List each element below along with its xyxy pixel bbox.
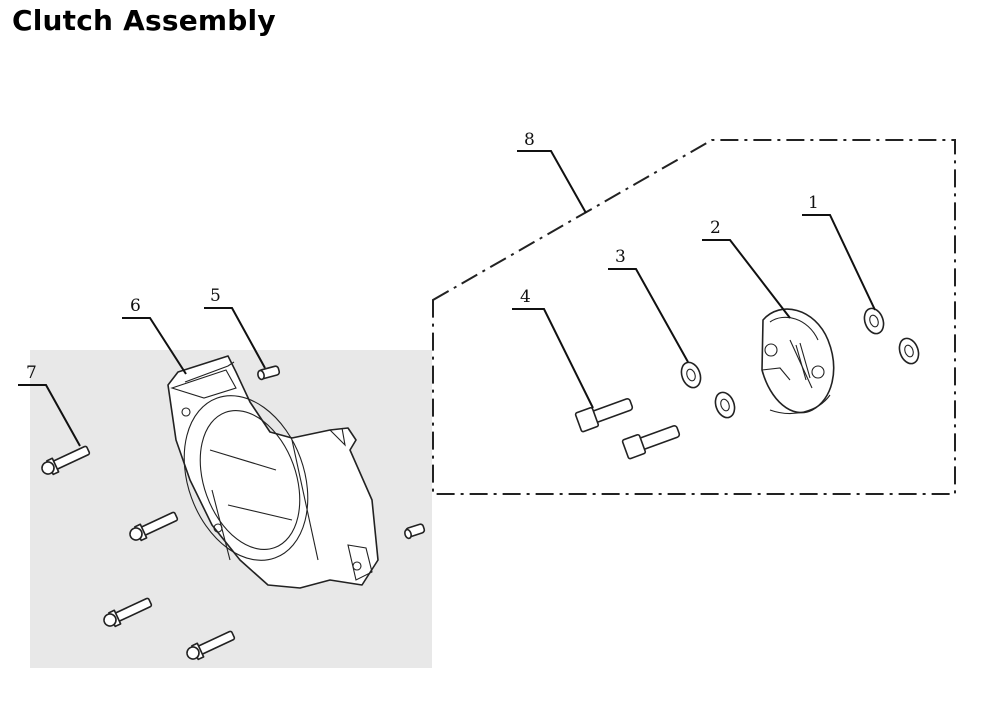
leader-line-8 — [517, 150, 587, 214]
callout-3: 3 — [615, 247, 626, 267]
callout-4: 4 — [520, 287, 531, 307]
leader-line-6 — [122, 317, 187, 375]
leader-line-4 — [512, 308, 594, 409]
callout-7: 7 — [26, 363, 37, 383]
callout-6: 6 — [130, 296, 141, 316]
flange-bolt — [103, 597, 153, 628]
clutch-housing — [167, 355, 379, 589]
flange-bolt — [129, 511, 179, 542]
page-title: Clutch Assembly — [12, 4, 276, 37]
washer — [680, 361, 702, 389]
callout-5: 5 — [210, 286, 221, 306]
washer — [863, 307, 885, 335]
leader-line-7 — [18, 384, 81, 447]
leader-line-5 — [204, 307, 266, 369]
callout-2: 2 — [710, 218, 721, 238]
dowel-pin-2 — [404, 523, 426, 540]
clutch-shoe-assembly — [761, 308, 835, 414]
washer — [898, 337, 920, 365]
callout-8: 8 — [524, 130, 535, 150]
flange-bolt — [41, 445, 91, 476]
shoulder-bolt — [621, 424, 681, 460]
leader-line-1 — [802, 214, 876, 311]
flange-bolt — [186, 630, 236, 661]
leader-line-3 — [608, 268, 689, 363]
callout-1: 1 — [808, 193, 819, 213]
shoulder-bolt — [574, 397, 634, 433]
leader-line-2 — [702, 239, 791, 319]
group-boundary-dashed — [432, 139, 956, 495]
dowel-pin — [257, 365, 281, 381]
washer — [714, 391, 736, 419]
